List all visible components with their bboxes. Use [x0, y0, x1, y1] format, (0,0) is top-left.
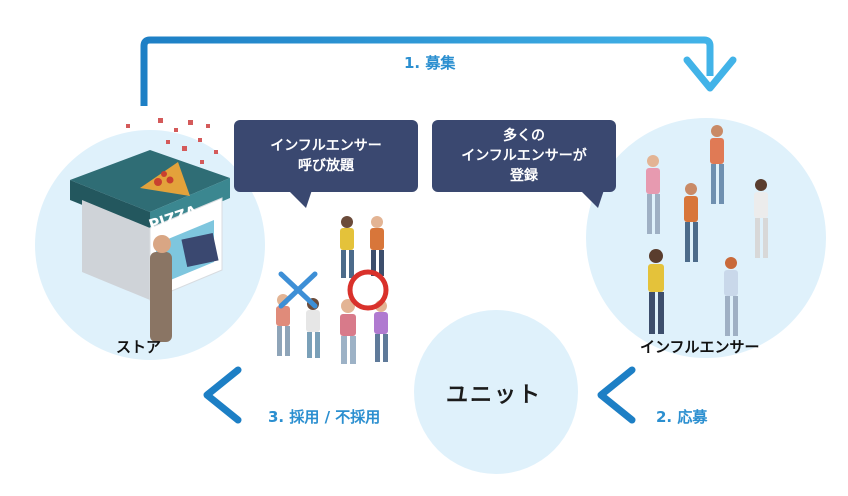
step3-label: 3. 採用 / 不採用	[268, 406, 380, 427]
influencer-label: インフルエンサー	[640, 336, 760, 357]
speech-bubble-tail	[288, 190, 312, 208]
influencer-circle	[586, 118, 826, 358]
speech-bubble-unlimited: インフルエンサー 呼び放題	[234, 120, 418, 192]
reject-cross-icon	[281, 274, 315, 306]
bubble-line: インフルエンサー	[270, 136, 382, 156]
speech-bubble-registered: 多くの インフルエンサーが 登録	[432, 120, 616, 192]
accept-circle-icon	[350, 272, 386, 308]
bubble-line: インフルエンサーが	[461, 146, 587, 166]
speech-bubble-tail	[580, 190, 604, 208]
recruit-arrow	[144, 40, 733, 106]
bubble-line: 登録	[510, 166, 538, 186]
step2-label: 2. 応募	[656, 406, 707, 427]
bubble-line: 呼び放題	[298, 156, 354, 176]
step1-label: 1. 募集	[404, 52, 455, 73]
unit-logo: ユニット	[446, 377, 542, 409]
store-label: ストア	[116, 336, 161, 357]
candidates-illustration	[276, 216, 388, 364]
bubble-line: 多くの	[503, 126, 545, 146]
